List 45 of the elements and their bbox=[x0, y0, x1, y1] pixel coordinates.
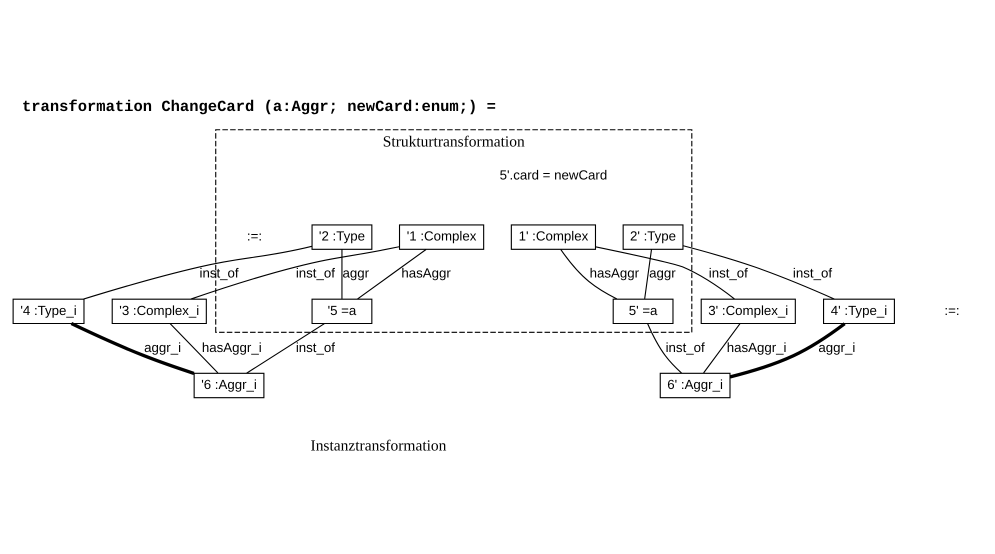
label: 5'.card = newCard bbox=[500, 168, 608, 183]
edge-label: inst_of bbox=[200, 266, 239, 281]
edge-label: aggr bbox=[649, 266, 676, 281]
connector bbox=[647, 323, 682, 374]
node-box: '1 :Complex bbox=[398, 224, 484, 250]
label: :=: bbox=[944, 302, 960, 318]
node-box: 6' :Aggr_i bbox=[660, 372, 731, 398]
connector bbox=[70, 322, 194, 375]
node-box: 1' :Complex bbox=[510, 224, 596, 250]
edge-label: hasAggr_i bbox=[202, 340, 262, 355]
node-box: 3' :Complex_i bbox=[700, 298, 796, 324]
caption: Instanztransformation bbox=[310, 437, 446, 454]
node-box: '4 :Type_i bbox=[12, 298, 85, 324]
node-box: 5' =a bbox=[612, 298, 674, 324]
node-box: '3 :Complex_i bbox=[112, 298, 207, 324]
connector bbox=[703, 323, 740, 374]
node-box: '2 :Type bbox=[312, 224, 372, 250]
edge-label: inst_of bbox=[666, 340, 705, 355]
label: :=: bbox=[246, 228, 262, 244]
node-box: 4' :Type_i bbox=[823, 298, 895, 324]
edge-label: aggr bbox=[342, 266, 370, 281]
connector bbox=[730, 322, 846, 378]
node-box: '5 =a bbox=[312, 298, 372, 324]
node-box: 2' :Type bbox=[622, 224, 684, 250]
connector bbox=[170, 323, 218, 374]
connector bbox=[357, 249, 426, 300]
edge-label: inst_of bbox=[296, 266, 335, 281]
connector bbox=[560, 249, 618, 300]
connector bbox=[190, 246, 400, 300]
diagram-title: transformation ChangeCard (a:Aggr; newCard:enum;) = bbox=[22, 98, 496, 116]
connector bbox=[246, 323, 325, 374]
node-box: '6 :Aggr_i bbox=[194, 372, 264, 398]
connector bbox=[683, 245, 835, 300]
connector bbox=[644, 249, 652, 299]
connector bbox=[595, 246, 735, 300]
edge-label: hasAggr_i bbox=[726, 340, 786, 355]
connector bbox=[341, 250, 342, 299]
edge-label: aggr_i bbox=[818, 340, 856, 355]
edge-label: inst_of bbox=[708, 266, 748, 281]
edge-label: inst_of bbox=[296, 340, 335, 355]
edge-label: hasAggr bbox=[401, 266, 451, 281]
connector bbox=[83, 246, 312, 300]
edge-label: hasAggr bbox=[590, 266, 640, 281]
edge-label: inst_of bbox=[792, 266, 832, 281]
edge-label: aggr_i bbox=[144, 340, 182, 355]
